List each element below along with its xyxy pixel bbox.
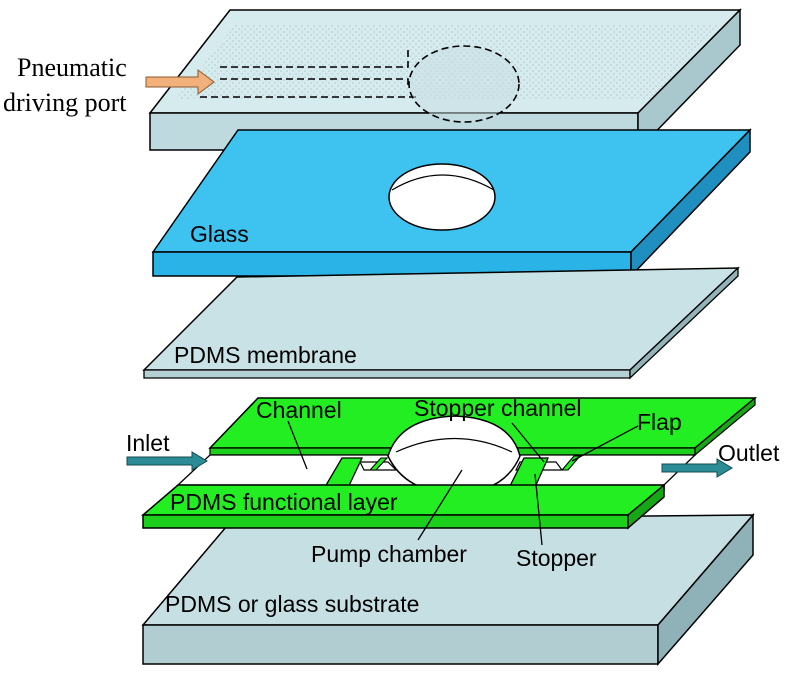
inlet-arrow <box>126 451 208 471</box>
substrate-side-face <box>657 512 754 667</box>
flap-label: Flap <box>637 409 682 435</box>
glass-through-hole <box>388 163 496 231</box>
pneumatic-chamber <box>408 45 520 123</box>
pdms-functional-layer: Channel Stopper channel Flap Inlet Outle… <box>126 395 780 571</box>
functional-back-side-face <box>694 396 756 457</box>
channel-label: Channel <box>256 397 342 423</box>
functional-front-side-face <box>627 483 665 530</box>
functional-front-front-face <box>142 514 629 529</box>
left-flap <box>368 457 389 471</box>
outlet-arrow <box>661 458 733 478</box>
stopper-channel-label: Stopper channel <box>414 395 582 421</box>
top-pneumatic-plate: Pneumatic driving port <box>3 8 742 152</box>
pneumatic-channel <box>200 48 418 98</box>
channel-leader <box>287 420 308 470</box>
pneumatic-port-arrow <box>145 69 215 95</box>
pneumatic-port-label-line2: driving port <box>3 88 127 117</box>
stopper-channel-leader <box>511 422 545 463</box>
substrate-front-face <box>142 624 659 665</box>
pump-chamber-label: Pump chamber <box>311 541 467 567</box>
glass-side-face <box>630 128 751 278</box>
stopper-leader <box>534 473 543 546</box>
membrane-side-face <box>629 266 739 380</box>
pdms-membrane-label: PDMS membrane <box>174 342 357 368</box>
functional-layer-label: PDMS functional layer <box>170 489 398 515</box>
substrate-layer: PDMS or glass substrate <box>141 512 755 667</box>
glass-layer: Glass <box>151 128 752 278</box>
pump-chamber-leader <box>417 469 463 541</box>
substrate-label: PDMS or glass substrate <box>165 591 419 617</box>
flap-leader <box>571 425 639 462</box>
pdms-membrane-layer: PDMS membrane <box>142 266 740 380</box>
glass-label: Glass <box>190 221 249 247</box>
membrane-front-face <box>143 369 631 379</box>
outlet-label: Outlet <box>718 440 780 466</box>
inlet-label: Inlet <box>126 430 170 456</box>
stopper-label: Stopper <box>516 545 597 571</box>
pneumatic-port-label-line1: Pneumatic <box>17 53 127 82</box>
